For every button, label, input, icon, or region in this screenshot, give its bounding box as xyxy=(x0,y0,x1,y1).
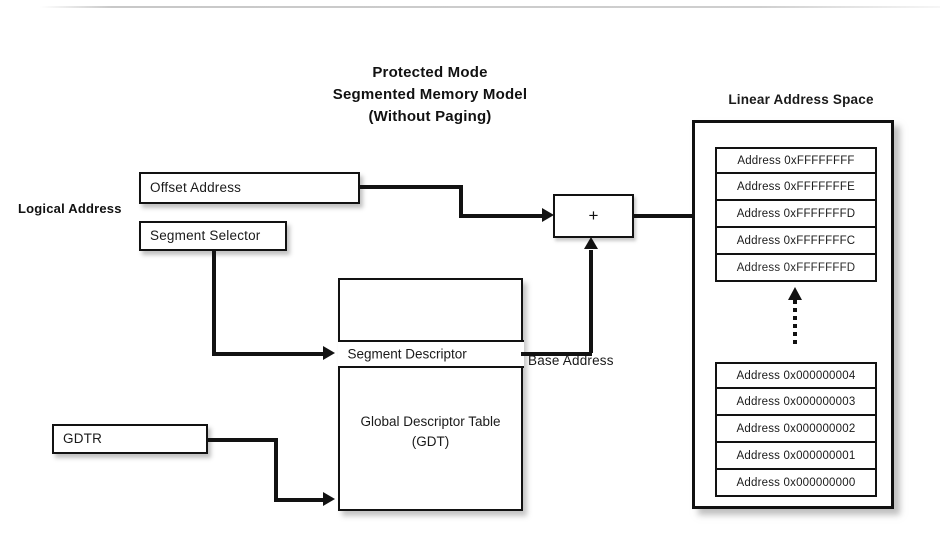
continuation-dotted-line xyxy=(793,300,797,348)
gdtr-line-h1 xyxy=(206,438,278,442)
title-line-3: (Without Paging) xyxy=(368,108,492,125)
offset-line-h2 xyxy=(459,214,545,218)
gdtr-line-v xyxy=(274,438,278,501)
address-row: Address 0xFFFFFFFC xyxy=(717,228,875,255)
title-line-2: Segmented Memory Model xyxy=(332,86,528,103)
base-arrow-head xyxy=(584,237,598,249)
gdtr-box[interactable]: GDTR xyxy=(52,424,208,454)
base-line-v xyxy=(589,250,593,353)
scan-artifact-line xyxy=(40,6,940,8)
base-line-h xyxy=(521,352,592,356)
address-row: Address 0xFFFFFFFF xyxy=(717,147,875,174)
address-rows-bottom: Address 0x000000004 Address 0x000000003 … xyxy=(715,362,877,497)
linear-line-h xyxy=(633,214,719,218)
offset-line-h1 xyxy=(358,185,463,189)
offset-address-label: Offset Address xyxy=(150,180,242,195)
adder-box[interactable]: + xyxy=(553,194,634,238)
offset-line-v xyxy=(459,185,463,215)
selector-line-v xyxy=(212,249,216,355)
address-row: Address 0xFFFFFFFD xyxy=(717,201,875,228)
gdtr-arrow-head xyxy=(323,492,335,506)
segment-descriptor-row[interactable]: Segment Descriptor xyxy=(337,340,524,368)
address-rows-top: Address 0xFFFFFFFF Address 0xFFFFFFFE Ad… xyxy=(715,147,877,282)
logical-address-label: Logical Address xyxy=(18,201,122,216)
continuation-arrow-icon xyxy=(788,287,802,300)
address-row: Address 0xFFFFFFFD xyxy=(717,255,875,282)
gdtr-label: GDTR xyxy=(63,431,103,446)
global-descriptor-table-box[interactable]: Segment Descriptor Global Descriptor Tab… xyxy=(337,278,524,511)
address-row: Address 0x000000004 xyxy=(717,362,875,389)
selector-arrow-head xyxy=(323,346,335,360)
segment-descriptor-label: Segment Descriptor xyxy=(347,346,467,362)
base-address-label: Base Address xyxy=(528,353,614,368)
address-row: Address 0xFFFFFFFE xyxy=(717,174,875,201)
gdt-name-label: Global Descriptor Table xyxy=(360,414,501,429)
adder-plus-label: + xyxy=(588,206,599,225)
address-row: Address 0x000000001 xyxy=(717,443,875,470)
segment-selector-label: Segment Selector xyxy=(150,228,261,243)
selector-line-h xyxy=(212,352,325,356)
offset-address-box[interactable]: Offset Address xyxy=(139,172,360,204)
title-line-1: Protected Mode xyxy=(372,64,488,81)
offset-arrow-head xyxy=(542,208,554,222)
gdt-abbrev-label: (GDT) xyxy=(411,434,450,449)
gdt-caption: Global Descriptor Table (GDT) xyxy=(340,412,521,452)
gdtr-line-h2 xyxy=(274,498,325,502)
address-row: Address 0x000000000 xyxy=(717,470,875,497)
address-row: Address 0x000000003 xyxy=(717,389,875,416)
segment-selector-box[interactable]: Segment Selector xyxy=(139,221,287,251)
linear-address-space-title: Linear Address Space xyxy=(728,92,874,107)
address-row: Address 0x000000002 xyxy=(717,416,875,443)
diagram-title: Protected Mode Segmented Memory Model (W… xyxy=(252,62,608,128)
